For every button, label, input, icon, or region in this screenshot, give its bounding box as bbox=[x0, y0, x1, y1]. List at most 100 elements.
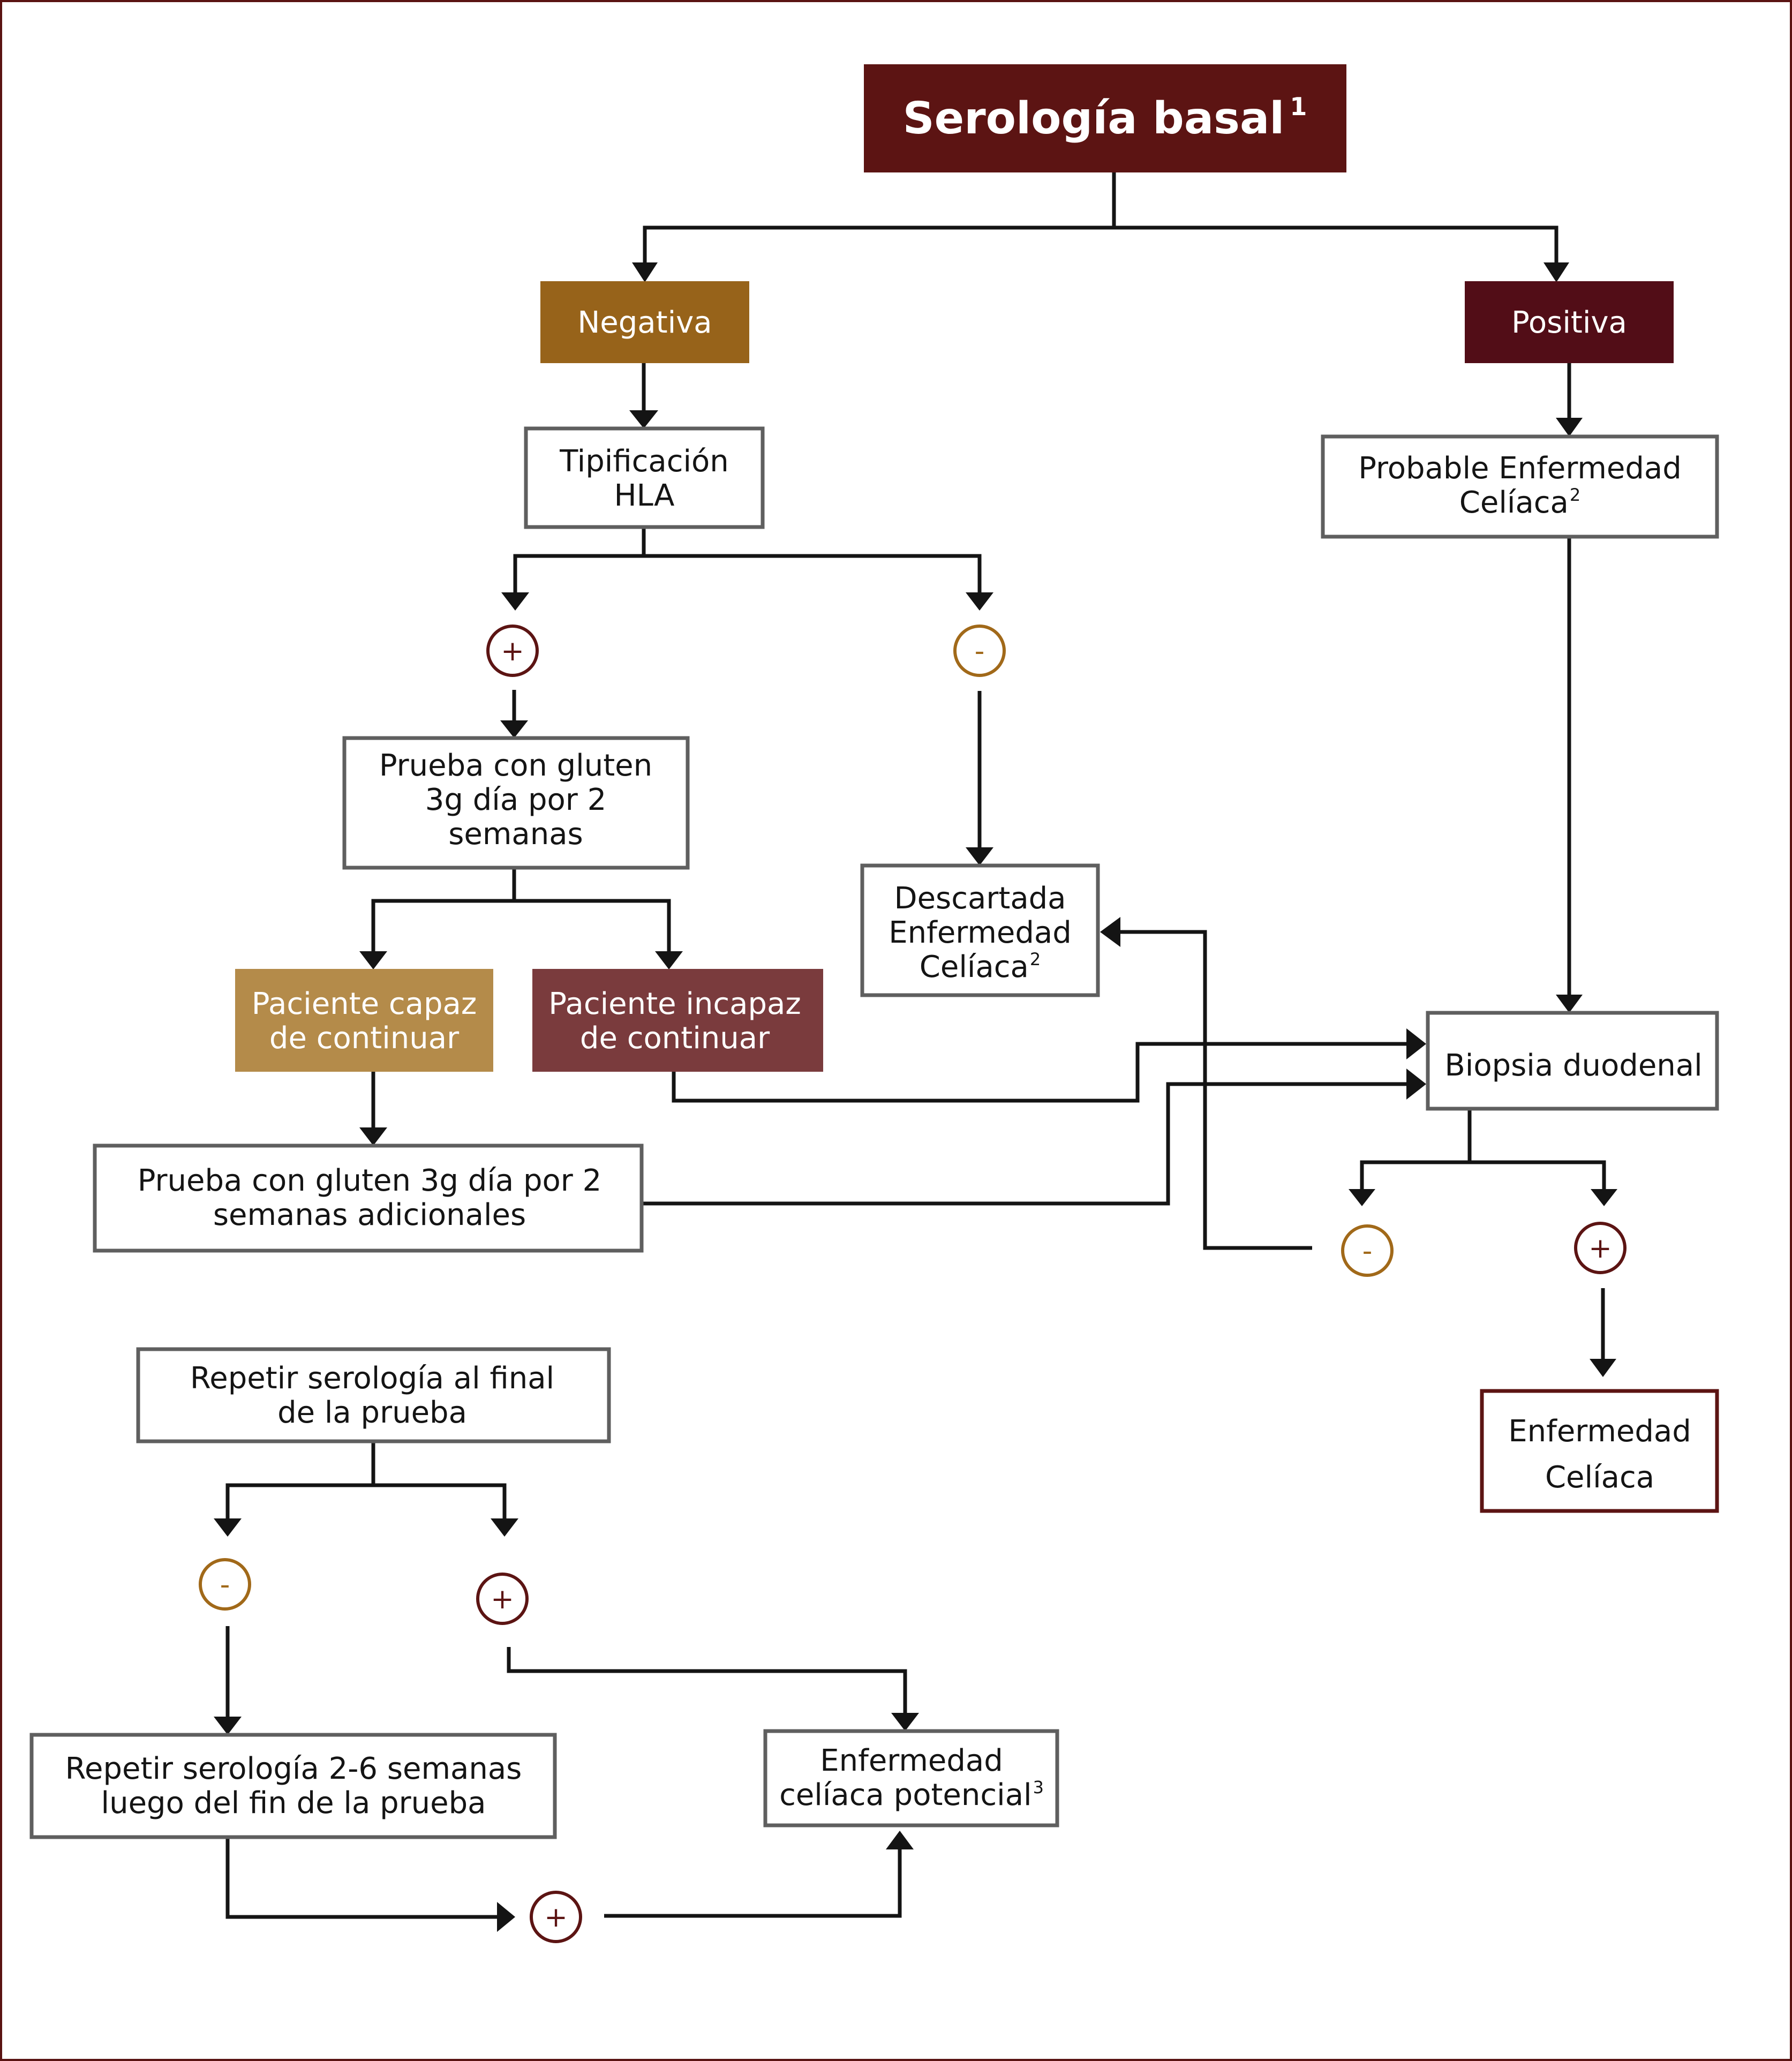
label-line: semanas adicionales bbox=[213, 1198, 526, 1232]
arrowhead bbox=[1349, 1189, 1375, 1206]
connector-hla-to-plus bbox=[513, 554, 644, 593]
connector-final-plus-to-potential bbox=[604, 1848, 902, 1918]
hla-minus-result: - bbox=[953, 625, 1006, 677]
minus-sign: - bbox=[1362, 1235, 1373, 1267]
hla-plus-result: + bbox=[486, 625, 539, 677]
plus-sign: + bbox=[501, 635, 524, 667]
arrowhead bbox=[214, 1518, 242, 1537]
connectors bbox=[214, 172, 1617, 1932]
label-line: Prueba con gluten 3g día por 2 bbox=[138, 1163, 602, 1198]
arrowhead bbox=[501, 592, 529, 611]
arrowhead bbox=[1100, 917, 1120, 947]
arrowhead bbox=[1406, 1069, 1426, 1100]
label-line: luego del fin de la prueba bbox=[101, 1786, 486, 1821]
root-box bbox=[864, 64, 1346, 172]
negative-box bbox=[540, 281, 749, 363]
arrowhead bbox=[1591, 1189, 1617, 1206]
connector-plus-to-potential bbox=[507, 1647, 907, 1714]
positive-label: Positiva bbox=[1511, 305, 1627, 340]
footnote-marker: 2 bbox=[1570, 485, 1580, 505]
label-line: semanas bbox=[448, 817, 583, 852]
connector-hla-to-minus bbox=[644, 554, 982, 593]
plus-sign: + bbox=[544, 1901, 568, 1934]
label-line: Probable Enfermedad bbox=[1358, 451, 1682, 486]
plus-circle-icon bbox=[530, 1891, 582, 1943]
gluten-additional-box bbox=[93, 1144, 644, 1253]
footnote-marker: 1 bbox=[1290, 92, 1307, 121]
positive-node: Positiva bbox=[1465, 281, 1674, 363]
arrowhead bbox=[359, 951, 387, 969]
arrowhead bbox=[497, 1902, 515, 1932]
arrowhead bbox=[886, 1831, 914, 1849]
arrowhead bbox=[1556, 995, 1583, 1013]
arrowhead bbox=[1556, 418, 1583, 437]
label-line: Prueba con gluten bbox=[379, 748, 652, 783]
connector-repeat-to-minus bbox=[225, 1483, 373, 1520]
celiac-disease-box bbox=[1480, 1389, 1719, 1513]
repeat-plus-result: + bbox=[476, 1573, 529, 1625]
biopsy-minus-result: - bbox=[1341, 1224, 1394, 1277]
arrowhead bbox=[1406, 1028, 1426, 1059]
label-line: Enfermedad bbox=[889, 915, 1072, 950]
arrowhead bbox=[1590, 1359, 1616, 1377]
gluten-test-box bbox=[342, 736, 690, 870]
minus-sign: - bbox=[975, 635, 985, 667]
connector-gluten-to-incapable bbox=[514, 899, 671, 952]
plus-circle-icon bbox=[486, 625, 539, 677]
minus-circle-icon bbox=[199, 1558, 251, 1611]
plus-circle-icon bbox=[476, 1573, 529, 1625]
footnote-marker: 3 bbox=[1033, 1777, 1044, 1797]
arrowhead bbox=[1543, 262, 1569, 282]
connector-biopsy-to-plus bbox=[1470, 1160, 1606, 1190]
label-line: Celíaca bbox=[920, 950, 1029, 984]
repeat-2-6-box bbox=[29, 1733, 557, 1839]
label-line: Paciente incapaz bbox=[548, 987, 801, 1021]
biopsy-plus-result: + bbox=[1574, 1222, 1627, 1274]
label-line: 3g día por 2 bbox=[425, 783, 606, 817]
arrowhead bbox=[966, 847, 993, 866]
probable-celiac-box bbox=[1321, 434, 1719, 539]
arrowhead bbox=[966, 592, 993, 611]
final-plus-result: + bbox=[530, 1891, 582, 1943]
label-line: Tipificación bbox=[559, 444, 729, 479]
repeat-minus-result: - bbox=[199, 1558, 251, 1611]
arrowhead bbox=[655, 951, 683, 969]
connector-additional-to-biopsy bbox=[642, 1082, 1409, 1206]
label-line: celíaca potencial bbox=[779, 1778, 1032, 1812]
minus-circle-icon bbox=[953, 625, 1006, 677]
connector-biopsy-to-minus bbox=[1360, 1160, 1470, 1190]
arrowhead bbox=[891, 1713, 919, 1731]
label-line: Paciente capaz bbox=[252, 987, 477, 1021]
label-line: Celíaca bbox=[1459, 485, 1569, 520]
connector-root-to-negative bbox=[643, 225, 1114, 265]
biopsy-box bbox=[1426, 1011, 1719, 1111]
plus-circle-icon bbox=[1574, 1222, 1627, 1274]
ruled-out-box bbox=[860, 863, 1100, 997]
arrowhead bbox=[500, 720, 528, 738]
label-line: Descartada bbox=[894, 881, 1066, 916]
label-line: Positiva bbox=[1511, 305, 1627, 340]
biopsy-label: Biopsia duodenal bbox=[1444, 1048, 1702, 1083]
potential-celiac-box bbox=[763, 1729, 1059, 1827]
plus-sign: + bbox=[1588, 1232, 1612, 1265]
